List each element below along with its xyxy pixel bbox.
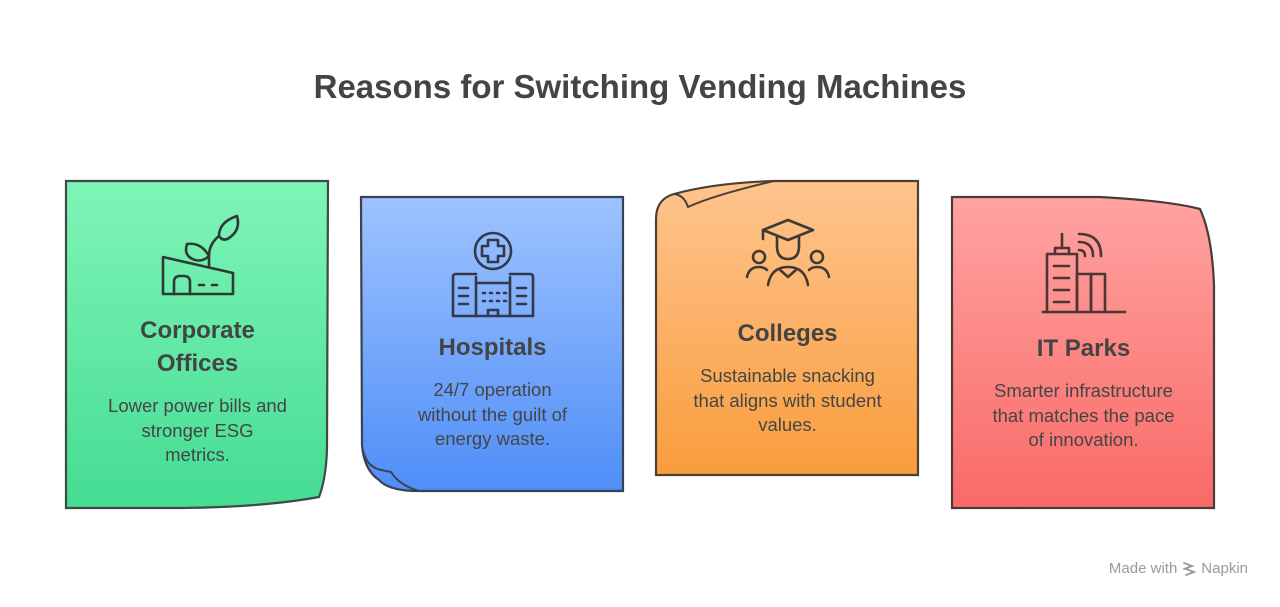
card-background — [359, 195, 625, 493]
card-heading: IT Parks — [1036, 335, 1131, 362]
card-corporate-offices: Corporate Offices Lower power bills and … — [64, 179, 331, 511]
heading-line: Corporate — [140, 317, 255, 344]
smart-building-icon — [1041, 232, 1126, 314]
card-description: Lower power bills and stronger ESG metri… — [108, 395, 287, 465]
heading-line: Offices — [156, 350, 239, 377]
card-background — [950, 195, 1216, 510]
card-heading: Hospitals — [438, 334, 547, 361]
made-with-label: Made with — [1108, 560, 1178, 577]
card-it-parks: IT Parks Smarter infrastructure that mat… — [950, 195, 1217, 511]
napkin-logo-icon — [1183, 561, 1197, 576]
card-description: Sustainable snacking that aligns with st… — [693, 365, 882, 435]
hospital-icon — [451, 231, 534, 318]
card-description: Smarter infrastructure that matches the … — [992, 380, 1175, 450]
card-background — [654, 179, 920, 477]
building-with-plant-icon — [161, 214, 239, 296]
card-colleges: Colleges Sustainable snacking that align… — [654, 179, 921, 478]
card-hospitals: Hospitals 24/7 operation without the gui… — [359, 195, 626, 494]
graduate-students-icon — [745, 218, 830, 287]
napkin-brand: Napkin — [1201, 560, 1248, 577]
card-description: 24/7 operation without the guilt of ener… — [417, 379, 568, 449]
diagram-title: Reasons for Switching Vending Machines — [313, 68, 967, 105]
napkin-watermark[interactable]: Made with Napkin — [1109, 560, 1248, 577]
card-background — [64, 179, 330, 510]
card-heading: Colleges — [737, 320, 838, 347]
card-heading: Corporate Offices — [140, 314, 255, 380]
